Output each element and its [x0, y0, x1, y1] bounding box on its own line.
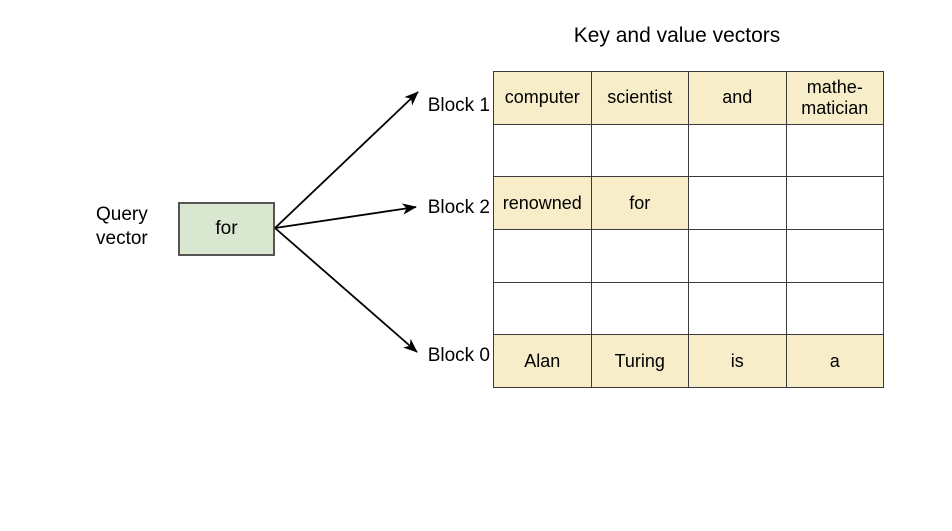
table-row — [493, 228, 884, 283]
query-vector-label-line2: vector — [96, 228, 148, 249]
table-cell-text: Alan — [524, 350, 561, 371]
table-row — [493, 123, 884, 178]
block-label-2: Block 2 — [427, 197, 490, 218]
table-cell[interactable]: scientist — [590, 71, 689, 125]
table-cell-text: renowned — [502, 192, 582, 213]
table-row — [493, 281, 884, 336]
table-cell-text: Turing — [614, 350, 665, 371]
table-row: computer scientist and mathe-matician — [493, 71, 884, 125]
table-cell[interactable]: computer — [493, 71, 592, 125]
table-cell[interactable]: and — [688, 71, 787, 125]
table-cell[interactable]: Turing — [590, 334, 689, 388]
table-cell[interactable] — [590, 228, 689, 283]
block-label-1: Block 1 — [427, 95, 490, 116]
arrow-to-block-1 — [274, 91, 419, 229]
table-row: renowned for — [493, 176, 884, 230]
table-cell-text: scientist — [607, 87, 673, 108]
table-cell[interactable] — [493, 281, 592, 336]
table-cell[interactable] — [785, 228, 884, 283]
table-cell-text: mathe- — [806, 76, 863, 97]
table-cell[interactable]: is — [688, 334, 787, 388]
table-cell[interactable] — [590, 281, 689, 336]
table-cell[interactable] — [493, 228, 592, 283]
table-cell[interactable] — [688, 123, 787, 178]
table-cell[interactable] — [688, 228, 787, 283]
table-cell[interactable] — [785, 281, 884, 336]
table-cell[interactable]: for — [590, 176, 689, 230]
query-vector-token: for — [215, 218, 238, 239]
arrow-to-block-0 — [274, 227, 418, 353]
arrow-to-block-2 — [274, 203, 417, 229]
table-cell[interactable]: Alan — [493, 334, 592, 388]
table-cell-text: matician — [801, 97, 869, 118]
table-cell[interactable] — [785, 176, 884, 230]
query-vector-label-line1: Query — [96, 204, 148, 225]
table-cell[interactable] — [785, 123, 884, 178]
table-cell[interactable]: a — [785, 334, 884, 388]
table-cell[interactable] — [688, 176, 787, 230]
table-cell[interactable]: mathe-matician — [785, 71, 884, 125]
table-cell[interactable] — [493, 123, 592, 178]
table-row: Alan Turing is a — [493, 334, 884, 388]
table-cell-text: computer — [504, 87, 580, 108]
table-cell[interactable]: renowned — [493, 176, 592, 230]
block-label-0: Block 0 — [427, 345, 490, 366]
table-cell-text: is — [730, 350, 744, 371]
table-cell[interactable] — [688, 281, 787, 336]
table-cell-text: a — [829, 350, 840, 371]
query-vector-box[interactable]: for — [178, 202, 275, 256]
table-cell-text: and — [722, 87, 753, 108]
table-cell[interactable] — [590, 123, 689, 178]
table-cell-text: for — [629, 192, 651, 213]
query-vector-label: Query vector — [96, 203, 172, 251]
page-title: Key and value vectors — [573, 24, 781, 47]
key-value-table: computer scientist and mathe-matician renown… — [493, 71, 884, 388]
